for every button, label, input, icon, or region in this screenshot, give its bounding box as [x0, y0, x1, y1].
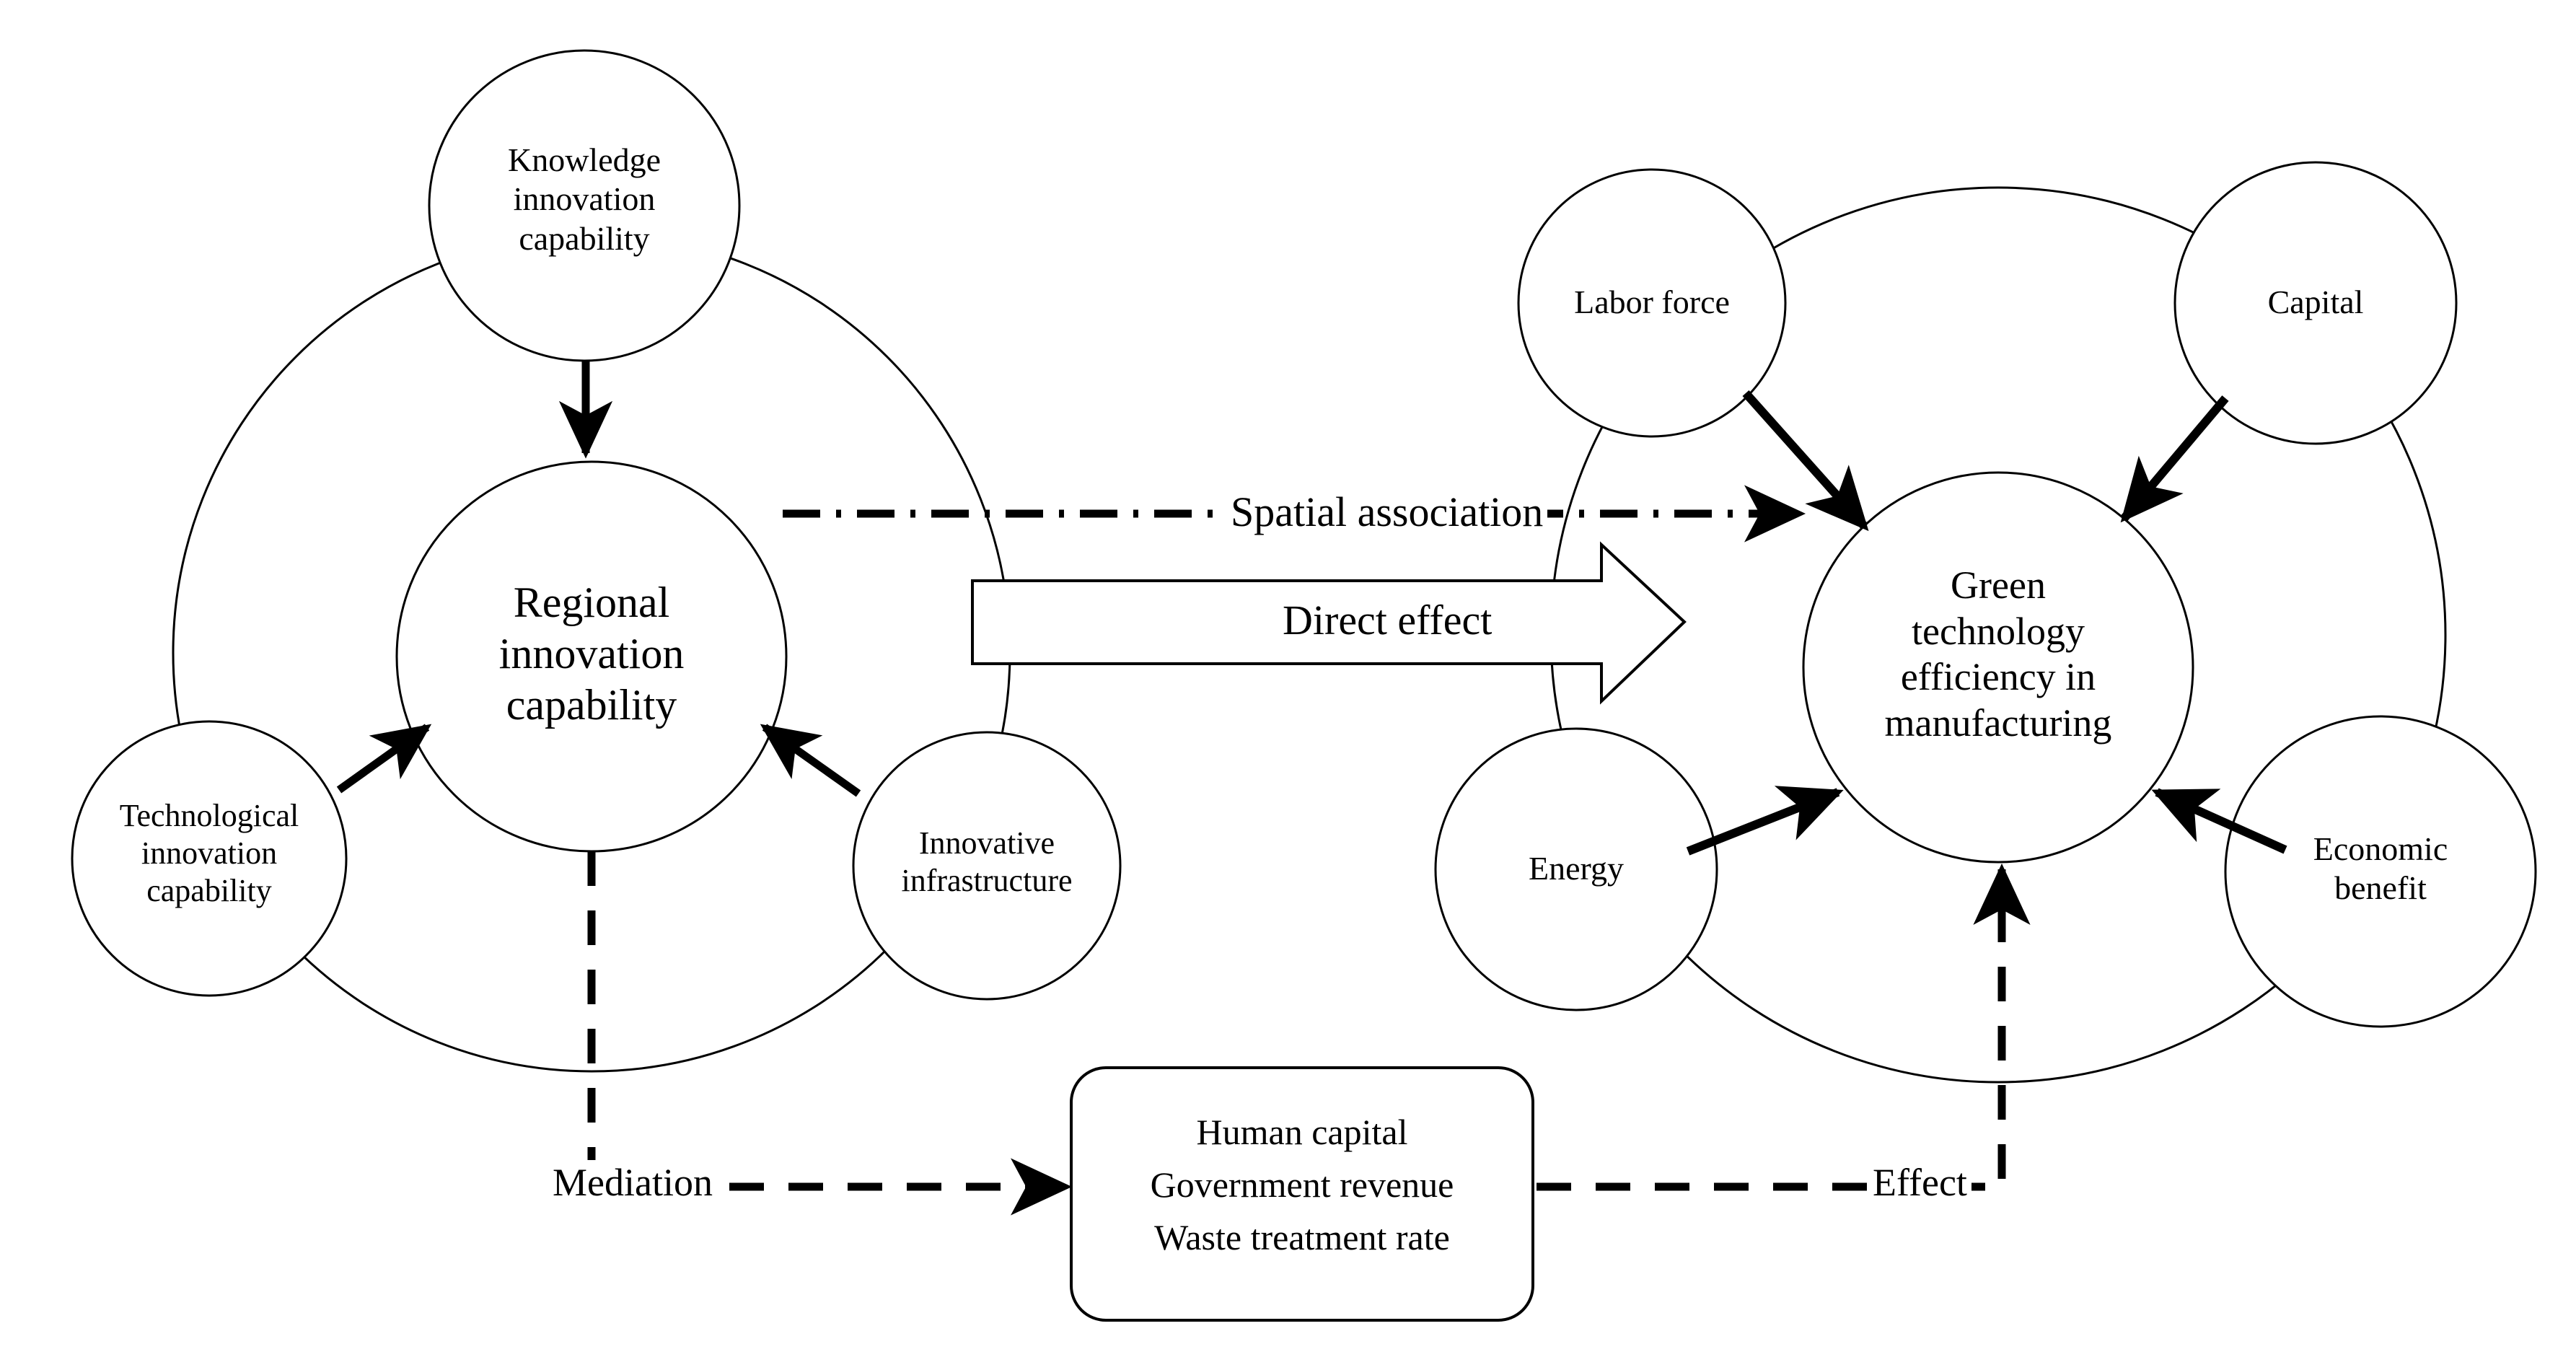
node-circle-regional-innovation-capability[interactable] [395, 460, 788, 853]
connector-mediation [587, 851, 1073, 1216]
arrow-technological-to-regional [336, 724, 432, 794]
node-circle-labor-force[interactable] [1517, 168, 1787, 438]
node-circle-economic-benefit[interactable] [2224, 715, 2537, 1028]
node-circle-energy[interactable] [1434, 727, 1718, 1011]
arrow-energy-to-green [1686, 786, 1844, 856]
arrow-infrastructure-to-regional [760, 724, 861, 797]
edge-label-mediation: Mediation [548, 1160, 717, 1205]
edge-label-direct-effect: Direct effect [1283, 597, 1493, 644]
node-circle-innovative-infrastructure[interactable] [852, 731, 1122, 1001]
node-circle-capital[interactable] [2173, 161, 2458, 445]
arrow-economic-benefit-to-green [2151, 788, 2287, 854]
edge-label-spatial-association: Spatial association [1226, 488, 1548, 536]
edge-label-effect: Effect [1868, 1160, 1971, 1205]
node-circle-green-technology-efficiency[interactable] [1802, 471, 2194, 864]
node-circle-technological-innovation-capability[interactable] [71, 720, 348, 997]
node-circle-knowledge-innovation-capability[interactable] [428, 49, 741, 362]
connector-direct-effect [971, 541, 1687, 705]
arrow-capital-to-green [2120, 395, 2229, 523]
arrow-labor-to-green [1742, 390, 1869, 532]
mediator-box[interactable] [1070, 1066, 1534, 1322]
connector-effect [1537, 863, 2031, 1191]
